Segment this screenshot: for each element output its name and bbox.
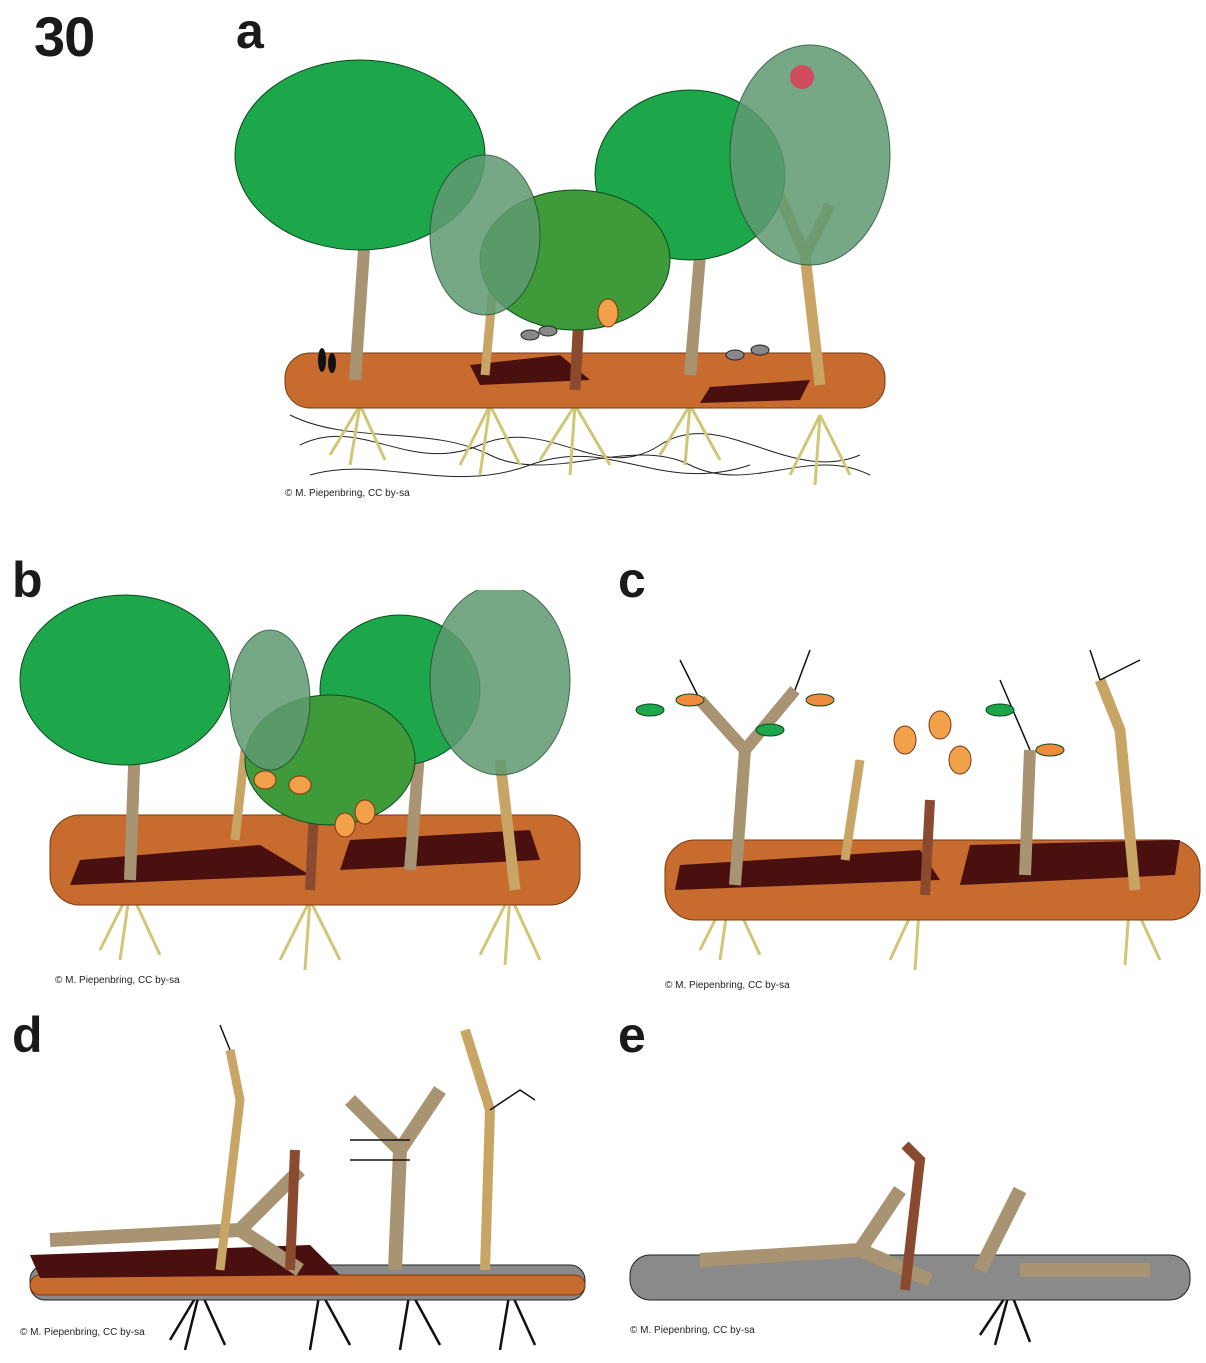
panel-b-illustration	[10, 590, 590, 990]
credit-e: © M. Piepenbring, CC by-sa	[630, 1325, 755, 1336]
panel-letter-e: e	[618, 1010, 646, 1060]
flower	[790, 65, 814, 89]
credit-b: © M. Piepenbring, CC by-sa	[55, 975, 180, 986]
dead-trunks	[220, 1030, 490, 1270]
remaining-leaves	[636, 694, 1064, 756]
panel-e-illustration	[620, 1120, 1200, 1360]
panel-d-illustration	[10, 1020, 590, 1360]
figure-number: 30	[34, 4, 94, 69]
fruits	[598, 299, 618, 327]
credit-a: © M. Piepenbring, CC by-sa	[285, 488, 410, 499]
panel-a-illustration	[230, 35, 910, 505]
panel-c-illustration	[620, 640, 1206, 990]
credit-c: © M. Piepenbring, CC by-sa	[665, 980, 790, 991]
credit-d: © M. Piepenbring, CC by-sa	[20, 1327, 145, 1338]
fruits	[894, 711, 971, 774]
leaf-litter	[30, 1275, 585, 1295]
panel-letter-c: c	[618, 555, 646, 605]
